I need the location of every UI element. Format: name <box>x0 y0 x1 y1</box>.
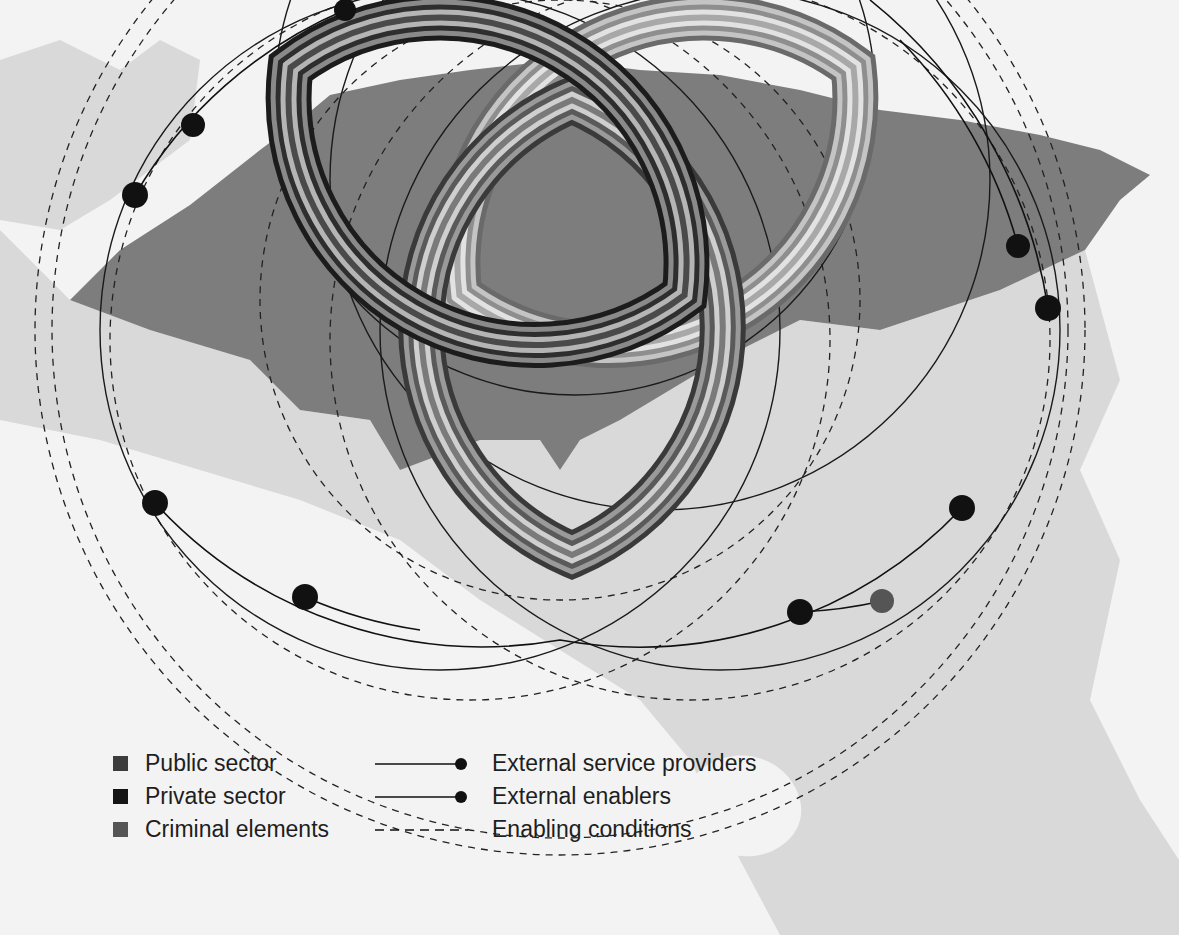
legend-entry: Public sector <box>113 750 277 777</box>
legend-dot <box>455 758 467 770</box>
legend-entry: Criminal elements <box>113 816 329 843</box>
legend-swatch <box>113 822 128 837</box>
legend-entry: Private sector <box>113 783 286 810</box>
legend-line-sample <box>374 787 470 807</box>
legend-entry: External service providers <box>374 750 757 777</box>
legend-swatch <box>113 756 128 771</box>
legend-line <box>375 763 460 765</box>
legend-line <box>375 829 468 831</box>
legend-entry: Enabling conditions <box>374 816 691 843</box>
legend-line-sample <box>374 754 470 774</box>
legend-line-sample <box>374 820 470 840</box>
legend-label: Private sector <box>145 783 286 810</box>
dashed-circles <box>35 0 1085 855</box>
legend-label: Criminal elements <box>145 816 329 843</box>
legend-label: External enablers <box>492 783 671 810</box>
legend-label: External service providers <box>492 750 757 777</box>
land <box>0 40 200 230</box>
legend-entry: External enablers <box>374 783 671 810</box>
legend-dot <box>455 791 467 803</box>
legend-swatch <box>113 789 128 804</box>
solid-circles <box>100 0 1060 670</box>
external-dots <box>122 0 1061 625</box>
legend-label: Public sector <box>145 750 277 777</box>
external-arcs <box>135 0 1048 647</box>
lobe-left <box>289 18 687 345</box>
triquetra <box>289 18 856 555</box>
legend-label: Enabling conditions <box>492 816 691 843</box>
legend-line <box>375 796 460 798</box>
